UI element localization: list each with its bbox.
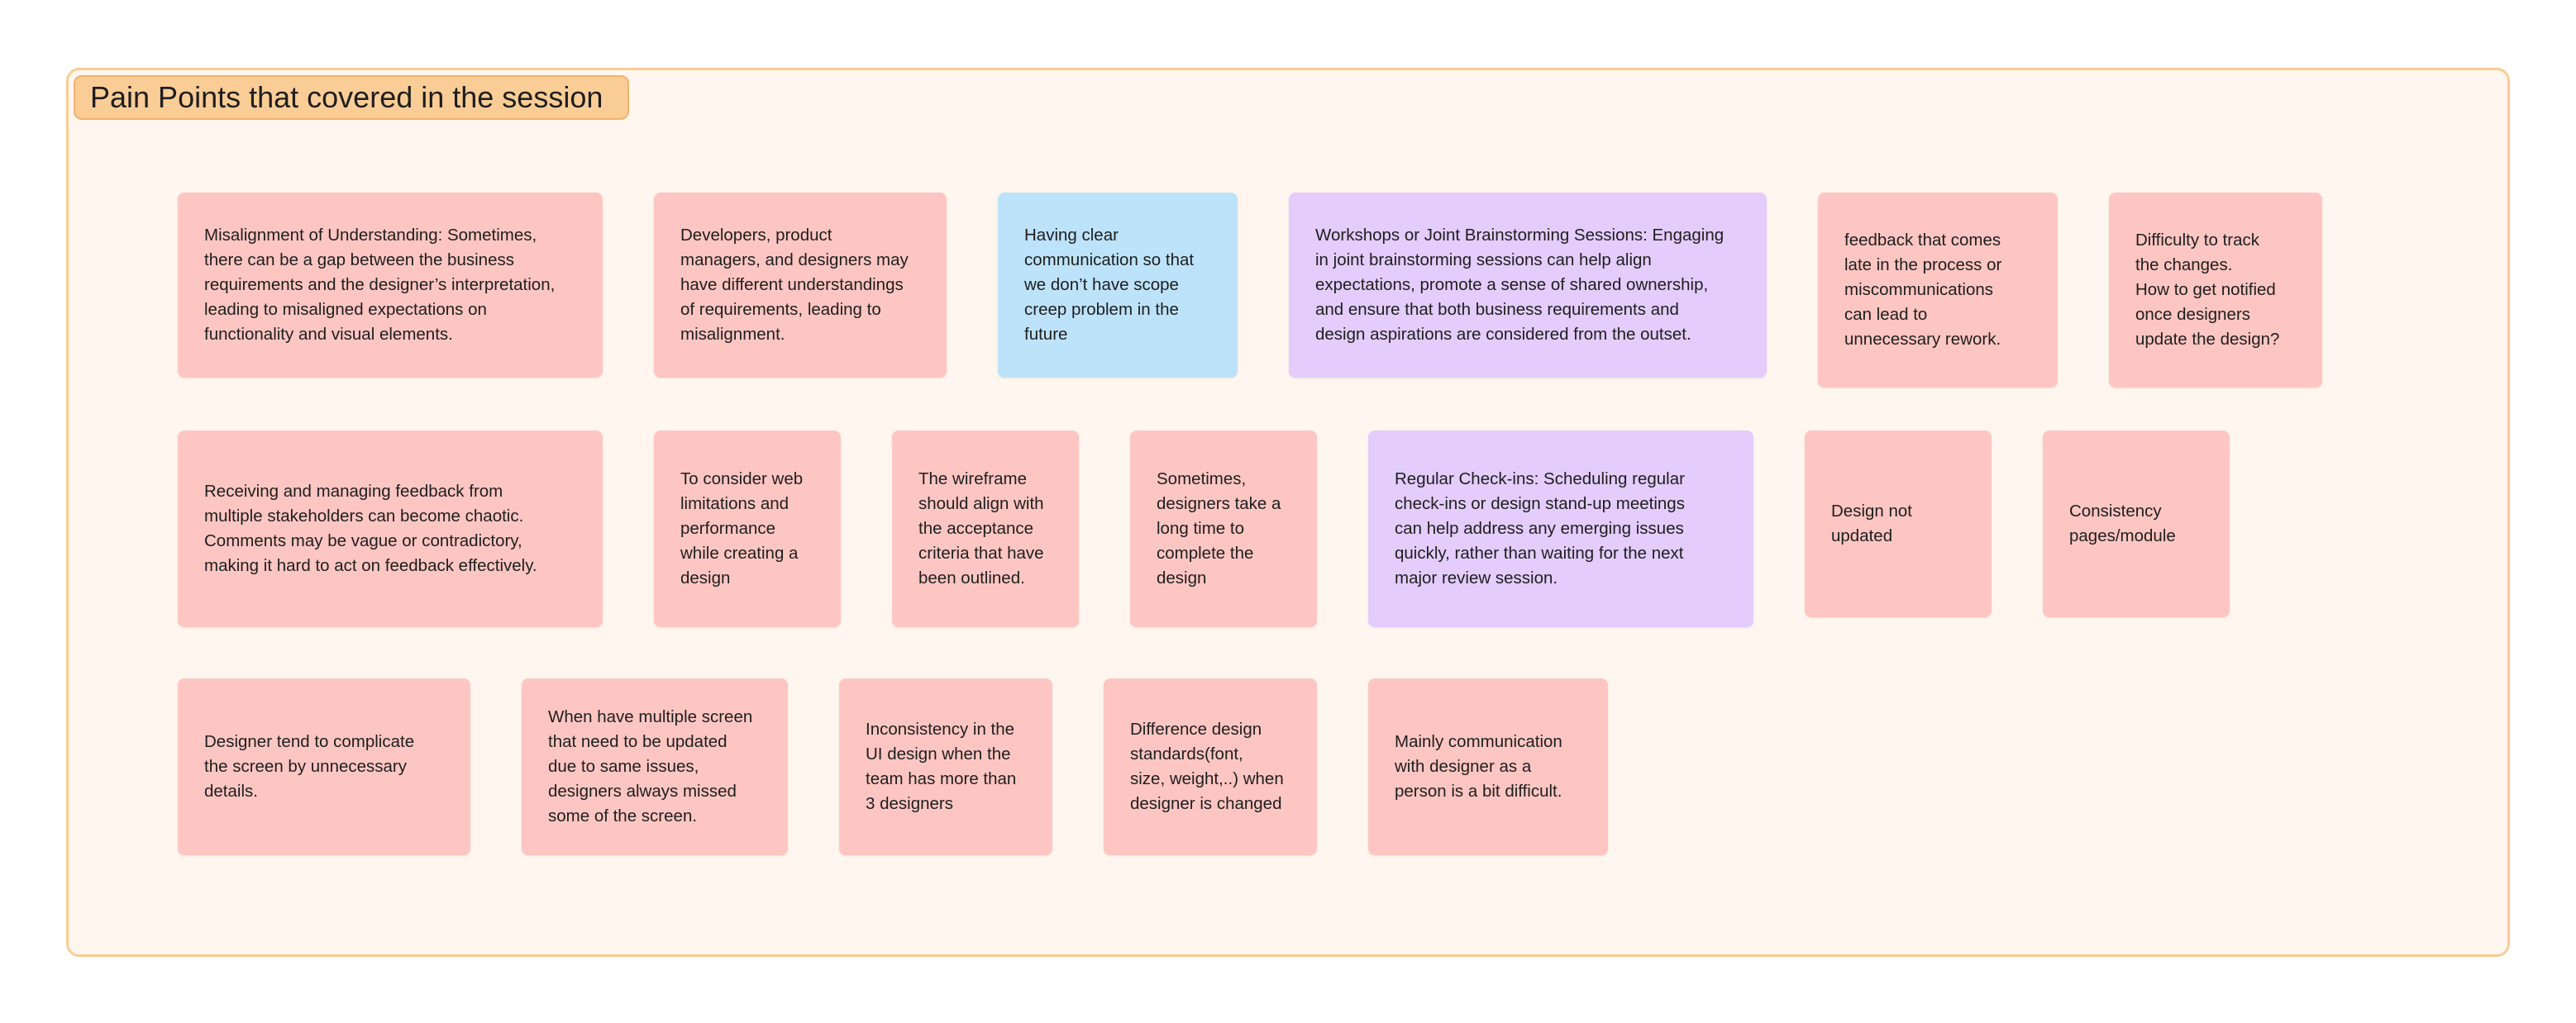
sticky-note-late-feedback[interactable]: feedback that comes late in the process … <box>1818 193 2058 388</box>
sticky-note-different-understandings[interactable]: Developers, product managers, and design… <box>654 193 947 378</box>
sticky-note-track-changes[interactable]: Difficulty to track the changes. How to … <box>2109 193 2322 388</box>
sticky-note-consistency[interactable]: Consistency pages/module <box>2043 431 2230 617</box>
sticky-note-managing-feedback[interactable]: Receiving and managing feedback from mul… <box>178 431 603 627</box>
sticky-note-web-limitations[interactable]: To consider web limitations and performa… <box>654 431 841 627</box>
sticky-note-design-not-updated[interactable]: Design not updated <box>1805 431 1992 617</box>
sticky-note-regular-checkins[interactable]: Regular Check-ins: Scheduling regular ch… <box>1368 431 1753 627</box>
sticky-note-misalignment[interactable]: Misalignment of Understanding: Sometimes… <box>178 193 603 378</box>
sticky-note-design-time[interactable]: Sometimes, designers take a long time to… <box>1130 431 1317 627</box>
sticky-note-ui-inconsistency[interactable]: Inconsistency in the UI design when the … <box>839 678 1052 855</box>
pain-points-section[interactable]: Pain Points that covered in the session … <box>66 68 2510 957</box>
sticky-note-complicate-screen[interactable]: Designer tend to complicate the screen b… <box>178 678 470 855</box>
sticky-note-workshops[interactable]: Workshops or Joint Brainstorming Session… <box>1289 193 1767 378</box>
sticky-note-clear-communication[interactable]: Having clear communication so that we do… <box>998 193 1238 378</box>
sticky-note-wireframe-alignment[interactable]: The wireframe should align with the acce… <box>892 431 1079 627</box>
sticky-note-design-standards[interactable]: Difference design standards(font, size, … <box>1104 678 1317 855</box>
section-title[interactable]: Pain Points that covered in the session <box>74 75 630 120</box>
sticky-note-multiple-screens[interactable]: When have multiple screen that need to b… <box>522 678 788 855</box>
sticky-note-communication-difficulty[interactable]: Mainly communication with designer as a … <box>1368 678 1608 855</box>
